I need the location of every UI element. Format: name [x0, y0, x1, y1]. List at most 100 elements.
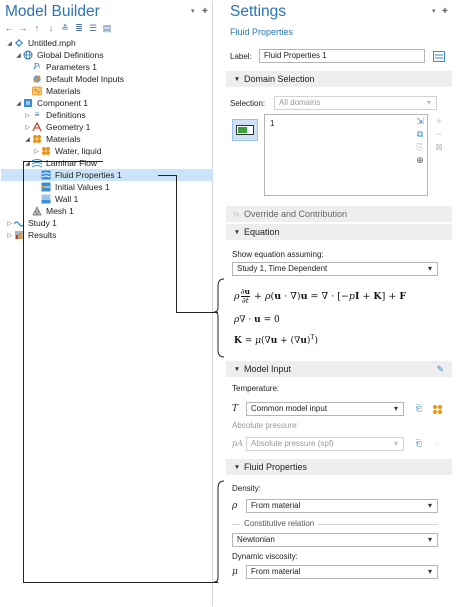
tree-node-global-materials[interactable]: Materials [1, 85, 213, 97]
selection-dropdown[interactable]: All domains [274, 96, 437, 110]
arrow-left-icon[interactable]: ← [4, 23, 14, 33]
twisty-closed-icon[interactable]: ▷ [25, 124, 30, 131]
definitions-icon: ≡ [34, 110, 40, 119]
density-dropdown[interactable]: From material [246, 499, 438, 513]
constitutive-relation-caption: Constitutive relation [240, 519, 319, 528]
tree-node-initial-values-1[interactable]: Initial Values 1 [1, 181, 213, 193]
section-equation[interactable]: ▼ Equation [226, 224, 452, 240]
tree-node-component-1[interactable]: ◢ Component 1 [1, 97, 213, 109]
viscosity-dropdown[interactable]: From material [246, 565, 438, 579]
panel-menu-icon[interactable]: ▾ [191, 8, 195, 15]
twisty-open-icon[interactable]: ◢ [25, 160, 30, 167]
collapse-icon[interactable]: ☰ [88, 23, 98, 33]
materials-icon [32, 86, 42, 96]
expand-icon[interactable]: ≣ [75, 23, 83, 33]
show-equation-caption: Show equation assuming: [232, 250, 324, 259]
model-builder-panel: Model Builder ▾ ✚ ← → ↑ ↓ ≚ ≣ ☰ ▤ ◢ Unti… [1, 1, 213, 606]
initial-values-icon [41, 182, 51, 192]
section-override-and-contribution[interactable]: ▷ Override and Contribution [226, 206, 452, 222]
add-model-input-icon[interactable] [430, 402, 444, 416]
materials-icon [32, 134, 42, 144]
material-icon [41, 146, 51, 156]
twisty-open-icon[interactable]: ◢ [16, 100, 21, 107]
tree-node-untitled[interactable]: ◢ Untitled.mph [1, 37, 213, 49]
tree-node-fluid-properties-1[interactable]: Fluid Properties 1 [1, 169, 213, 181]
temperature-symbol: T [232, 404, 239, 414]
paste-icon[interactable]: ⎘ [416, 142, 424, 152]
tree-node-laminar-flow[interactable]: ◢ Laminar Flow [1, 157, 213, 169]
go-to-source-icon[interactable]: ⎗ [415, 439, 423, 448]
section-fluid-properties[interactable]: ▼ Fluid Properties [226, 459, 452, 475]
expand-arrow-icon: ▼ [233, 365, 241, 373]
tree-view-icon[interactable]: ▤ [102, 23, 112, 33]
twisty-closed-icon[interactable]: ▷ [25, 112, 30, 119]
tree-node-label: Default Model Inputs [46, 74, 124, 84]
tree-node-label: Water, liquid [55, 146, 102, 156]
abs-pressure-caption: Absolute pressure: [232, 421, 299, 430]
tree-node-wall-1[interactable]: Wall 1 [1, 193, 213, 205]
tree-node-label: Component 1 [37, 98, 89, 108]
tree-node-label: Fluid Properties 1 [55, 170, 122, 180]
add-to-selection-icon[interactable]: ⇲ [416, 116, 424, 126]
minus-icon[interactable]: − [436, 129, 442, 139]
active-toggle-button[interactable] [232, 119, 258, 141]
zoom-to-selection-icon[interactable]: ⊕ [416, 155, 424, 165]
mesh-icon [32, 206, 42, 216]
tree-node-label: Materials [46, 86, 81, 96]
twisty-open-icon[interactable]: ◢ [7, 40, 12, 47]
add-model-input-disabled-icon[interactable]: ⁘ [433, 439, 441, 449]
constitutive-relation-dropdown[interactable]: Newtonian [232, 533, 438, 547]
tree-node-materials[interactable]: ◢ Materials [1, 133, 213, 145]
tree-node-results[interactable]: ▷ Results [1, 229, 213, 241]
label-caption: Label: [230, 52, 252, 61]
geometry-icon [32, 122, 42, 132]
twisty-closed-icon[interactable]: ▷ [7, 220, 12, 227]
twisty-open-icon[interactable]: ◢ [25, 136, 30, 143]
viscosity-caption: Dynamic viscosity: [232, 552, 298, 561]
study-dropdown[interactable]: Study 1, Time Dependent [232, 262, 438, 276]
twisty-open-icon[interactable]: ◢ [16, 52, 21, 59]
arrow-up-icon[interactable]: ↑ [34, 23, 40, 33]
domain-list-item[interactable]: 1 [270, 119, 275, 128]
label-input[interactable]: Fluid Properties 1 [259, 49, 425, 63]
domain-list[interactable]: 1 [264, 114, 428, 196]
model-icon [14, 38, 24, 48]
tree-node-label: Untitled.mph [28, 38, 76, 48]
abs-pressure-symbol: pA [232, 439, 243, 448]
tree-node-mesh-1[interactable]: Mesh 1 [1, 205, 213, 217]
abs-pressure-dropdown[interactable]: Absolute pressure (spf) [246, 437, 404, 451]
twisty-closed-icon[interactable]: ▷ [34, 148, 39, 155]
pen-icon[interactable]: ✎ [436, 363, 444, 374]
edit-label-icon[interactable] [432, 49, 446, 63]
settings-title: Settings [230, 3, 287, 20]
copy-icon[interactable]: ⧉ [416, 129, 424, 139]
arrow-down-icon[interactable]: ↓ [48, 23, 54, 33]
plus-icon[interactable]: + [436, 116, 442, 126]
tree-node-global-definitions[interactable]: ◢ Global Definitions [1, 49, 213, 61]
go-to-source-icon[interactable]: ⎗ [415, 404, 423, 413]
tree-node-definitions[interactable]: ▷ ≡ Definitions [1, 109, 213, 121]
twisty-closed-icon[interactable]: ▷ [7, 232, 12, 239]
wall-icon [41, 194, 51, 204]
equation-stress: K = μ(∇u + (∇u)T) [234, 334, 318, 346]
panel-menu-icon[interactable]: ▾ [432, 8, 436, 15]
selection-caption: Selection: [230, 99, 266, 108]
pin-icon[interactable]: ✚ [442, 8, 448, 15]
section-domain-selection[interactable]: ▼ Domain Selection [226, 71, 452, 87]
tree-node-study-1[interactable]: ▷ Study 1 [1, 217, 213, 229]
show-more-icon[interactable]: ≚ [61, 23, 69, 33]
equation-continuity: ρ∇ · u = 0 [234, 315, 280, 325]
density-caption: Density: [232, 484, 261, 493]
tree-node-geometry-1[interactable]: ▷ Geometry 1 [1, 121, 213, 133]
results-icon [14, 230, 24, 240]
tree-node-default-model-inputs[interactable]: Default Model Inputs [1, 73, 213, 85]
temperature-dropdown[interactable]: Common model input [246, 402, 404, 416]
section-model-input[interactable]: ▼ Model Input ✎ [226, 361, 452, 377]
tree-node-label: Initial Values 1 [55, 182, 110, 192]
pin-icon[interactable]: ✚ [202, 8, 208, 15]
arrow-right-icon[interactable]: → [18, 23, 28, 33]
tree-node-water-liquid[interactable]: ▷ Water, liquid [1, 145, 213, 157]
clear-selection-icon[interactable]: ⊠ [435, 142, 443, 152]
